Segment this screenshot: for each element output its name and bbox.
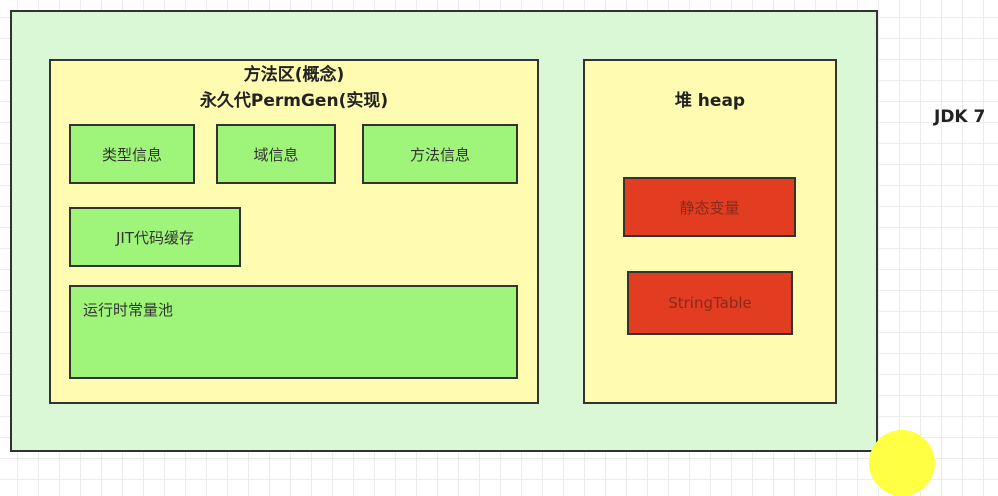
static-variables-box: 静态变量 [623,177,796,237]
jit-cache-box: JIT代码缓存 [69,207,241,267]
runtime-constant-pool-label: 运行时常量池 [83,301,174,319]
method-info-box: 方法信息 [362,124,518,184]
runtime-constant-pool-box: 运行时常量池 [69,285,518,379]
method-area-subtitle: 永久代PermGen(实现) [199,91,389,111]
cursor-highlight-icon [869,430,935,496]
jdk-version-label: JDK 7 [934,107,986,127]
heap-title: 堆 heap [674,91,746,111]
type-info-box: 类型信息 [69,124,195,184]
field-info-box: 域信息 [216,124,336,184]
method-area-title: 方法区(概念) [243,65,345,85]
string-table-box: StringTable [627,271,793,335]
